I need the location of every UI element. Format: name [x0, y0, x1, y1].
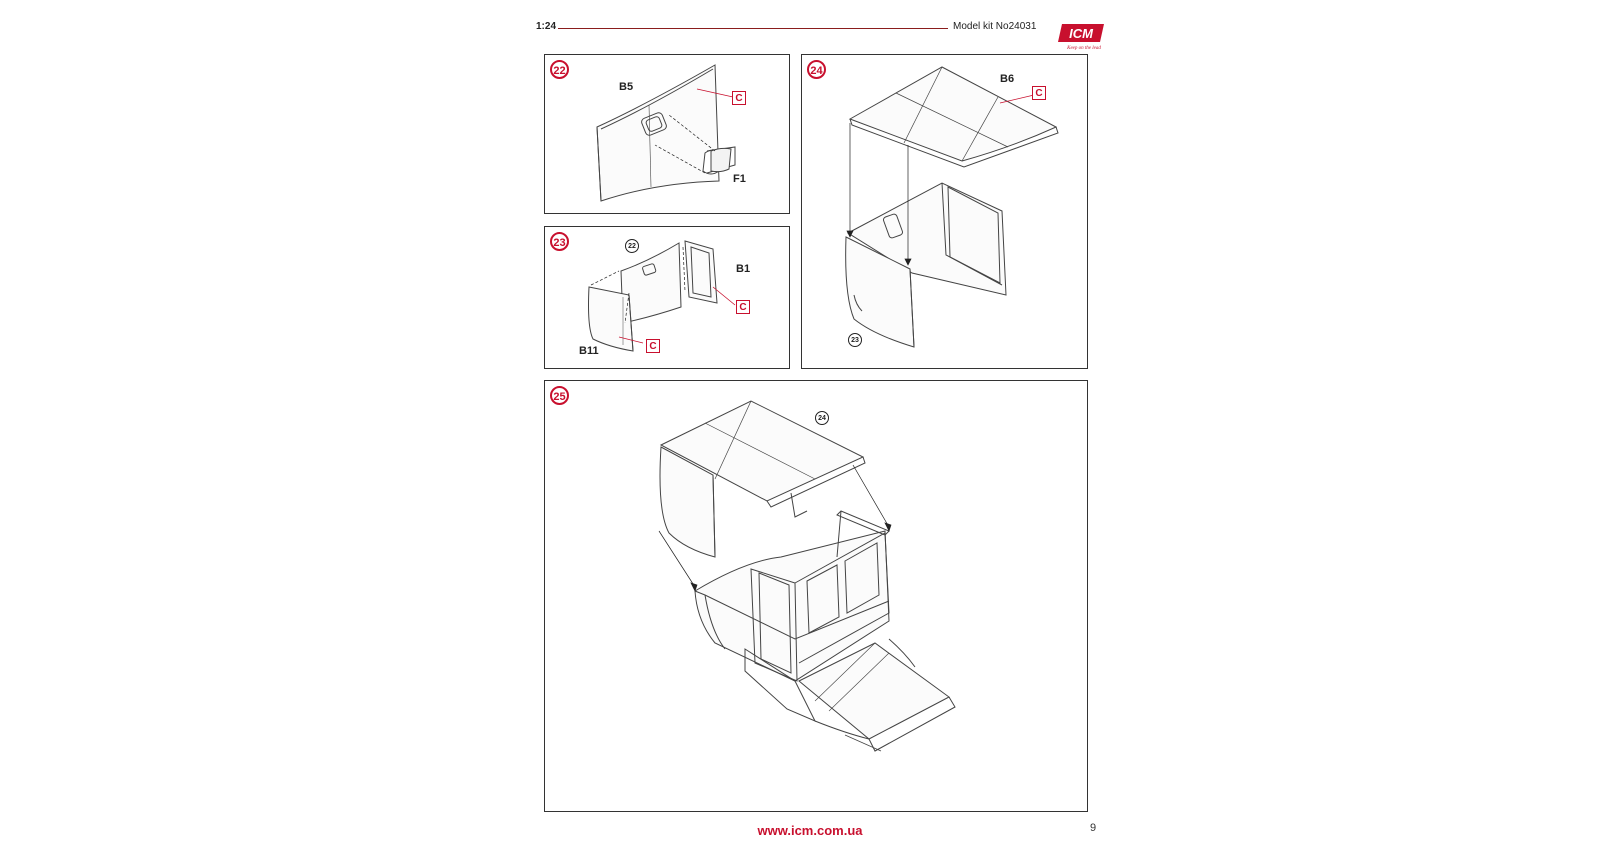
icm-logo: ICM Keep on the lead [1058, 24, 1104, 51]
page-number: 9 [1090, 822, 1097, 834]
website-link[interactable]: www.icm.com.ua [757, 823, 863, 838]
header-rule [558, 28, 948, 29]
step-22-panel: 22 B5 F1 C [544, 54, 790, 214]
part-label-f1: F1 [733, 173, 746, 185]
paint-code-c: C [732, 91, 746, 105]
part-label-b6: B6 [1000, 73, 1015, 85]
step-22-drawing [596, 64, 736, 202]
step-24-panel: 24 B6 C 23 [801, 54, 1088, 369]
logo-tagline: Keep on the lead [1066, 46, 1101, 51]
step-ref-24: 24 [815, 411, 829, 425]
step-23-panel: 23 22 B1 B11 C C [544, 226, 790, 369]
step-25-panel: 25 24 [544, 380, 1088, 812]
part-label-b1: B1 [736, 263, 751, 275]
paint-code-c-b11: C [646, 339, 660, 353]
paint-code-c-b1: C [736, 300, 750, 314]
step-23-drawing [588, 240, 736, 352]
part-label-b11: B11 [579, 345, 599, 357]
step-25-badge: 25 [550, 386, 569, 405]
step-25-drawing [658, 400, 956, 752]
scale-label: 1:24 [536, 21, 557, 32]
step-23-badge: 23 [550, 232, 569, 251]
step-ref-23: 23 [848, 333, 862, 347]
step-24-badge: 24 [807, 60, 826, 79]
step-22-badge: 22 [550, 60, 569, 79]
step-24-drawing [845, 66, 1059, 348]
part-label-b5: B5 [619, 81, 634, 93]
paint-code-c: C [1032, 86, 1046, 100]
logo-text: ICM [1069, 26, 1094, 41]
step-ref-22: 22 [625, 239, 639, 253]
kit-number: Model kit No24031 [953, 21, 1037, 32]
